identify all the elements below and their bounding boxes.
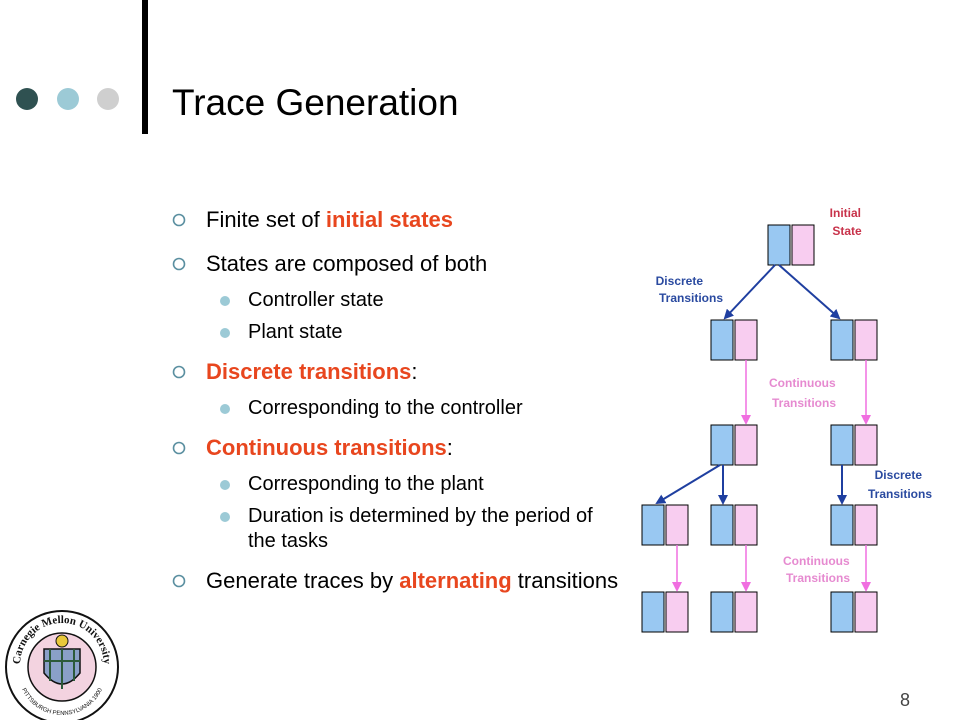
- label-initial-state: Initial State: [830, 206, 865, 238]
- state-l3-b: [710, 504, 758, 546]
- seal-thistle-icon: [55, 634, 69, 648]
- state-l4-b: [710, 591, 758, 633]
- bullet-item: States are composed of both: [172, 250, 622, 278]
- sub-bullet-item: Duration is determined by the period of …: [172, 504, 622, 554]
- dot-bullet-icon: [220, 296, 230, 306]
- state-l2-left: [710, 424, 758, 466]
- bullet-emphasis: Discrete transitions: [206, 359, 412, 384]
- label-continuous-top: Continuous Transitions: [769, 376, 839, 410]
- sub-bullet-text: Plant state: [248, 321, 343, 343]
- university-seal: Carnegie Mellon University PITTSBURGH PE…: [5, 610, 119, 720]
- state-l2-right: [830, 424, 878, 466]
- discrete-arrow-1: [723, 264, 776, 320]
- bullet-text: :: [446, 435, 453, 460]
- bullet-item: Generate traces by alternating transitio…: [172, 567, 622, 595]
- label-continuous-bottom: Continuous Transitions: [783, 554, 853, 585]
- sub-bullet-item: Plant state: [172, 320, 622, 345]
- discrete-arrow-2: [778, 264, 841, 320]
- sub-bullet-text: Corresponding to the controller: [248, 397, 523, 419]
- dot-light-icon: [97, 88, 119, 110]
- sub-bullet-text: Duration is determined by the period of …: [248, 505, 593, 552]
- dot-dark-icon: [16, 88, 38, 110]
- dot-mid-icon: [57, 88, 79, 110]
- state-l3-c: [830, 504, 878, 546]
- bullet-item: Discrete transitions:: [172, 358, 622, 386]
- ring-bullet-icon: [172, 574, 186, 588]
- bullet-emphasis: alternating: [399, 568, 512, 593]
- state-l3-a: [641, 504, 689, 546]
- bullet-text: transitions: [511, 568, 619, 593]
- bullet-text: Generate traces by: [206, 568, 400, 593]
- discrete-arrow-3: [655, 464, 721, 505]
- sub-bullet-item: Controller state: [172, 288, 622, 313]
- bullet-item: Finite set of initial states: [172, 206, 622, 234]
- bullet-emphasis: initial states: [325, 207, 453, 232]
- sub-bullet-item: Corresponding to the controller: [172, 396, 622, 421]
- seal-plaid-icon: [44, 649, 80, 689]
- ring-bullet-icon: [172, 365, 186, 379]
- state-l4-a: [641, 591, 689, 633]
- bullet-text: States are composed of both: [206, 251, 488, 276]
- state-l1-right: [830, 319, 878, 361]
- bullet-item: Continuous transitions:: [172, 434, 622, 462]
- sub-bullet-text: Controller state: [248, 289, 384, 311]
- dot-bullet-icon: [220, 480, 230, 490]
- state-initial: [767, 224, 815, 266]
- bullet-text: :: [411, 359, 418, 384]
- slide-title: Trace Generation: [172, 82, 459, 123]
- dot-bullet-icon: [220, 512, 230, 522]
- sub-bullet-item: Corresponding to the plant: [172, 472, 622, 497]
- sub-bullet-text: Corresponding to the plant: [248, 473, 484, 495]
- trace-tree-diagram: Initial State Discrete Transitions Conti…: [641, 206, 932, 633]
- bullet-emphasis: Continuous transitions: [206, 435, 447, 460]
- ring-bullet-icon: [172, 257, 186, 271]
- title-accent-bar: [142, 0, 148, 134]
- dot-bullet-icon: [220, 404, 230, 414]
- dot-bullet-icon: [220, 328, 230, 338]
- page-number: 8: [900, 690, 911, 710]
- label-discrete-right: Discrete Transitions: [868, 468, 932, 501]
- state-l1-left: [710, 319, 758, 361]
- bullet-text: Finite set of: [206, 207, 326, 232]
- ring-bullet-icon: [172, 441, 186, 455]
- ring-bullet-icon: [172, 213, 186, 227]
- decorative-dots: [16, 88, 119, 110]
- label-discrete-top: Discrete Transitions: [656, 274, 724, 305]
- state-l4-c: [830, 591, 878, 633]
